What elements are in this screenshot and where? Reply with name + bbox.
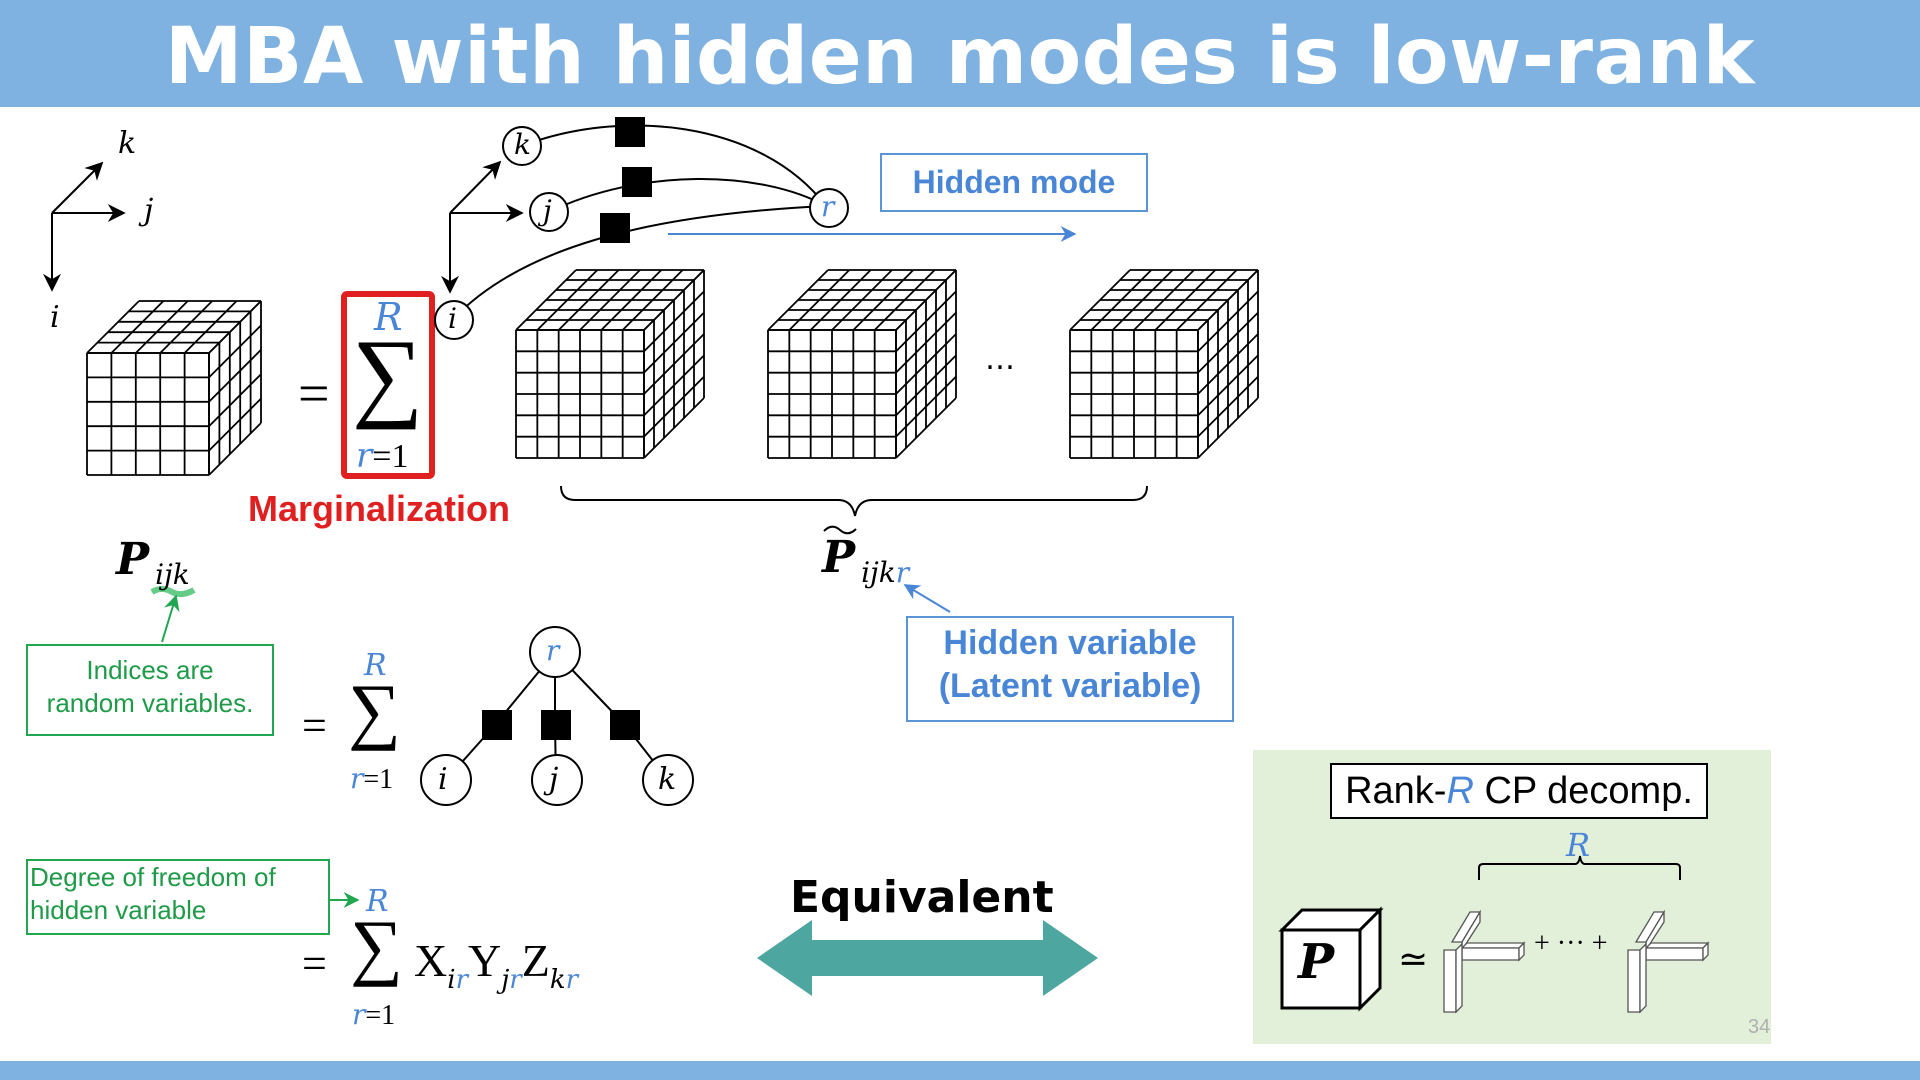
axis-label-j: j — [144, 193, 154, 228]
title-bar — [0, 0, 1920, 107]
graph-node-k — [642, 754, 694, 806]
bottom-equals: = — [302, 939, 327, 988]
node-j — [529, 192, 569, 232]
node-r — [809, 188, 849, 228]
factor-square-b — [541, 710, 571, 740]
cp-rank1-term-last — [1627, 909, 1710, 1014]
factor-square-a — [482, 710, 512, 740]
graph-node-i — [420, 754, 472, 806]
node-j-label: j — [543, 194, 552, 227]
axis-label-i: i — [50, 300, 60, 335]
middle-sum-symbol: ∑ — [348, 670, 401, 752]
hidden-mode-graph — [441, 124, 827, 319]
hidden-variable-line2: (Latent variable) — [938, 667, 1202, 705]
cp-rank1-term-first — [1443, 909, 1526, 1014]
marginalization-label: Marginalization — [248, 488, 511, 529]
cp-brace — [1478, 855, 1681, 880]
cube-ellipsis: … — [985, 342, 1015, 377]
equivalent-double-arrow — [757, 920, 1098, 996]
tilde-mark — [823, 525, 857, 535]
bottom-bar — [0, 1061, 1920, 1080]
top-sum-lower: r=1 — [356, 436, 409, 476]
factor-square-c — [610, 710, 640, 740]
page-number: 34 — [1748, 1016, 1771, 1038]
indices-box: Indices are random variables. — [26, 644, 274, 736]
indices-arrow — [161, 594, 180, 643]
cp-tensor-cube — [1278, 906, 1384, 1012]
axes-icon — [43, 161, 126, 292]
dof-line2: hidden variable — [30, 895, 207, 925]
bottom-sum-upper: R — [366, 884, 389, 919]
graph-node-j — [531, 754, 583, 806]
graph-node-j-label: j — [549, 762, 559, 797]
hidden-variable-box: Hidden variable (Latent variable) — [906, 616, 1234, 722]
slide-title: MBA with hidden modes is low-rank approx… — [164, 12, 1756, 216]
tensor-cube-left — [86, 300, 262, 476]
graph-node-i-label: i — [438, 762, 448, 797]
top-equals: = — [298, 363, 330, 425]
hidden-variable-arrow — [903, 584, 951, 613]
cp-title-box: Rank-R CP decomp. — [1330, 763, 1708, 819]
cp-approx-sign: ≃ — [1398, 939, 1429, 979]
cp-brace-label: R — [1566, 826, 1591, 864]
factor-square-i — [600, 213, 630, 243]
node-i — [434, 300, 474, 340]
bottom-sum-lower: r=1 — [352, 998, 396, 1031]
node-i-label: i — [448, 302, 457, 335]
indices-highlight — [150, 586, 196, 598]
equivalent-label: Equivalent — [790, 872, 1054, 923]
top-sum-symbol: ∑ — [352, 319, 424, 430]
factor-square-k — [615, 117, 645, 147]
bottom-sum-symbol: ∑ — [350, 906, 403, 988]
hidden-mode-box: Hidden mode — [880, 153, 1148, 212]
graph-node-r-label: r — [546, 634, 560, 667]
axis-label-k: k — [118, 126, 137, 161]
bottom-factors: XirYjrZkr — [414, 935, 579, 995]
middle-sum-upper: R — [364, 648, 387, 683]
hidden-variable-line1: Hidden variable — [943, 624, 1197, 662]
middle-sum-lower: r=1 — [350, 762, 394, 795]
dof-line1: Degree of freedom of — [30, 862, 276, 892]
middle-equals: = — [302, 701, 327, 750]
node-k-label: k — [514, 128, 531, 161]
node-r-label: r — [821, 190, 835, 223]
tensor-cube-r3 — [1069, 269, 1259, 459]
graph-node-k-label: k — [658, 762, 677, 797]
dof-box: Degree of freedom of hidden variable — [26, 859, 330, 935]
tensor-cube-r1 — [515, 269, 705, 459]
factor-square-j — [622, 167, 652, 197]
marginalization-highlight — [341, 291, 435, 479]
cp-tensor-symbol: P — [1298, 934, 1335, 990]
underbrace — [560, 485, 1148, 517]
indices-line1: Indices are — [86, 655, 214, 685]
graph-node-r — [529, 626, 581, 678]
tensor-cube-r2 — [767, 269, 957, 459]
node-k — [502, 126, 542, 166]
cp-plus-dots: + ··· + — [1534, 928, 1608, 959]
indices-line2: random variables. — [46, 688, 254, 718]
top-sum-upper: R — [374, 295, 403, 339]
